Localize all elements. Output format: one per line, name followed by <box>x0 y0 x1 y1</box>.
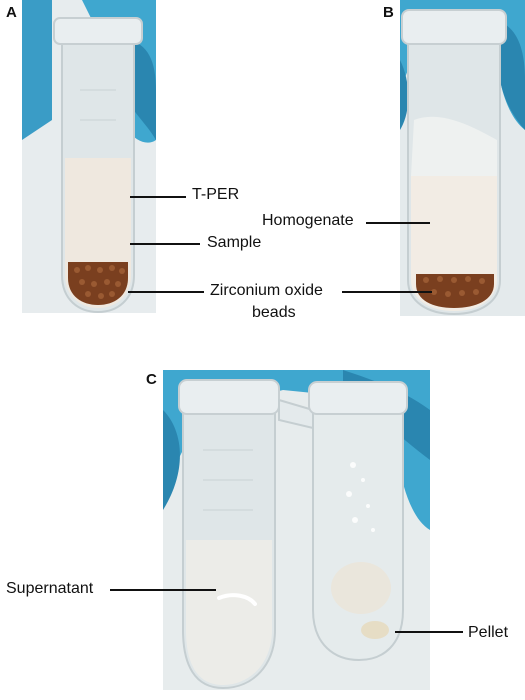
leader-line-tper <box>130 196 186 198</box>
label-sample: Sample <box>207 234 262 251</box>
leader-line-supernatant <box>110 589 216 591</box>
photo-panel-b <box>400 0 525 316</box>
photo-panel-a <box>22 0 156 313</box>
panel-letter-b: B <box>383 4 394 21</box>
leader-line-pellet <box>395 631 463 633</box>
panel-letter-a: A <box>6 4 17 21</box>
label-beads-line1: Zirconium oxide <box>210 282 323 299</box>
label-pellet: Pellet <box>468 624 509 641</box>
label-homogenate: Homogenate <box>262 212 354 229</box>
leader-line-sample <box>130 243 200 245</box>
panel-letter-c: C <box>146 371 157 388</box>
photo-panel-c <box>163 370 430 690</box>
label-supernatant: Supernatant <box>6 580 94 597</box>
label-beads-line2: beads <box>252 304 296 321</box>
leader-line-beads <box>128 291 204 293</box>
leader-line-homogenate <box>366 222 430 224</box>
leader-line-beads-b <box>342 291 432 293</box>
label-tper: T-PER <box>192 186 240 203</box>
